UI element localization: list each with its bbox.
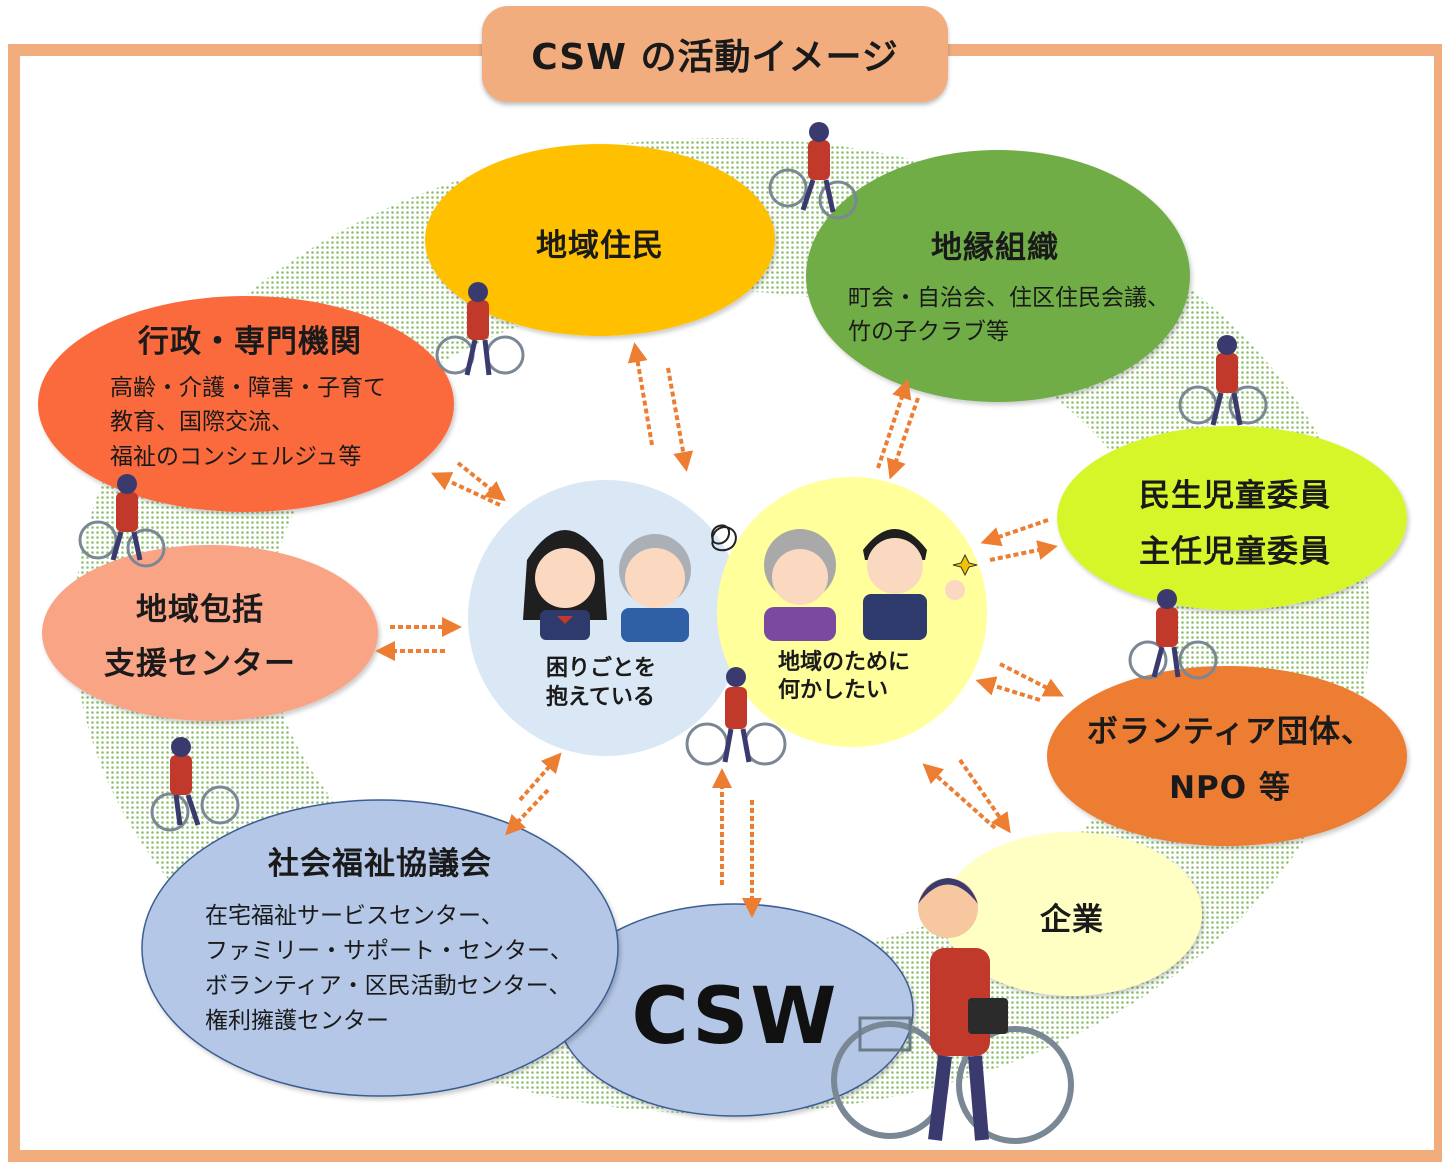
cyclist-icon	[1128, 589, 1218, 680]
social-welfare-council-line-1: 在宅福祉サービスセンター、	[205, 903, 504, 929]
social-welfare-council-line-2: ファミリー・サポート・センター、	[205, 938, 573, 964]
welfare-commissioners-line-2: 主任児童委員	[1139, 534, 1331, 570]
node-welfare-commissioners	[1057, 426, 1407, 610]
scribble-icon	[711, 524, 737, 552]
cyclist-icon	[831, 878, 1074, 1144]
helpers-circle	[717, 477, 987, 747]
community-org-title: 地縁組織	[931, 230, 1059, 266]
node-government	[38, 296, 454, 512]
community-org-line-2: 竹の子クラブ等	[848, 319, 1009, 345]
cyclist-icon	[685, 667, 787, 766]
cyclist-icon	[435, 282, 525, 376]
social-welfare-council-line-4: 権利擁護センター	[205, 1008, 389, 1034]
companies-title: 企業	[1040, 902, 1104, 938]
government-title: 行政・専門機関	[138, 324, 362, 360]
volunteer-groups-line-2: NPO 等	[1169, 770, 1291, 806]
girl-worried-icon	[523, 530, 607, 640]
node-volunteer-groups	[1047, 666, 1407, 846]
page-title: CSW の活動イメージ	[482, 6, 948, 102]
connector-arrows	[375, 342, 1064, 918]
node-residents	[425, 144, 775, 336]
government-line-3: 福祉のコンシェルジュ等	[110, 444, 362, 470]
helpers-line-2: 何かしたい	[778, 678, 889, 703]
node-support-center	[42, 545, 378, 721]
man-worried-icon	[619, 534, 691, 642]
social-welfare-council-title: 社会福祉協議会	[268, 846, 492, 882]
troubled-line-2: 抱えている	[546, 685, 655, 710]
support-center-line-1: 地域包括	[136, 592, 264, 628]
node-community-org	[806, 150, 1190, 402]
government-line-1: 高齢・介護・障害・子育て	[110, 375, 386, 401]
volunteer-groups-line-1: ボランティア団体、	[1086, 714, 1374, 750]
government-line-2: 教育、国際交流、	[110, 409, 294, 435]
cyclist-icon	[1178, 335, 1268, 426]
residents-title: 地域住民	[536, 228, 664, 264]
social-welfare-council-line-3: ボランティア・区民活動センター、	[205, 973, 572, 999]
node-social-welfare-council	[141, 799, 619, 1097]
cyclist-icon	[78, 474, 166, 568]
helpers-line-1: 地域のために	[778, 650, 911, 675]
csw-title: CSW	[631, 972, 839, 1062]
node-companies	[942, 832, 1202, 996]
elderly-woman-icon	[764, 529, 836, 641]
cyclist-icon	[768, 122, 858, 220]
community-org-line-1: 町会・自治会、住区住民会議、	[848, 285, 1170, 311]
cyclist-icon	[150, 737, 240, 832]
troubled-line-1: 困りごとを	[546, 656, 657, 681]
welfare-commissioners-line-1: 民生児童委員	[1139, 478, 1331, 514]
man-smiling-icon	[863, 529, 978, 640]
support-center-line-2: 支援センター	[104, 646, 296, 682]
